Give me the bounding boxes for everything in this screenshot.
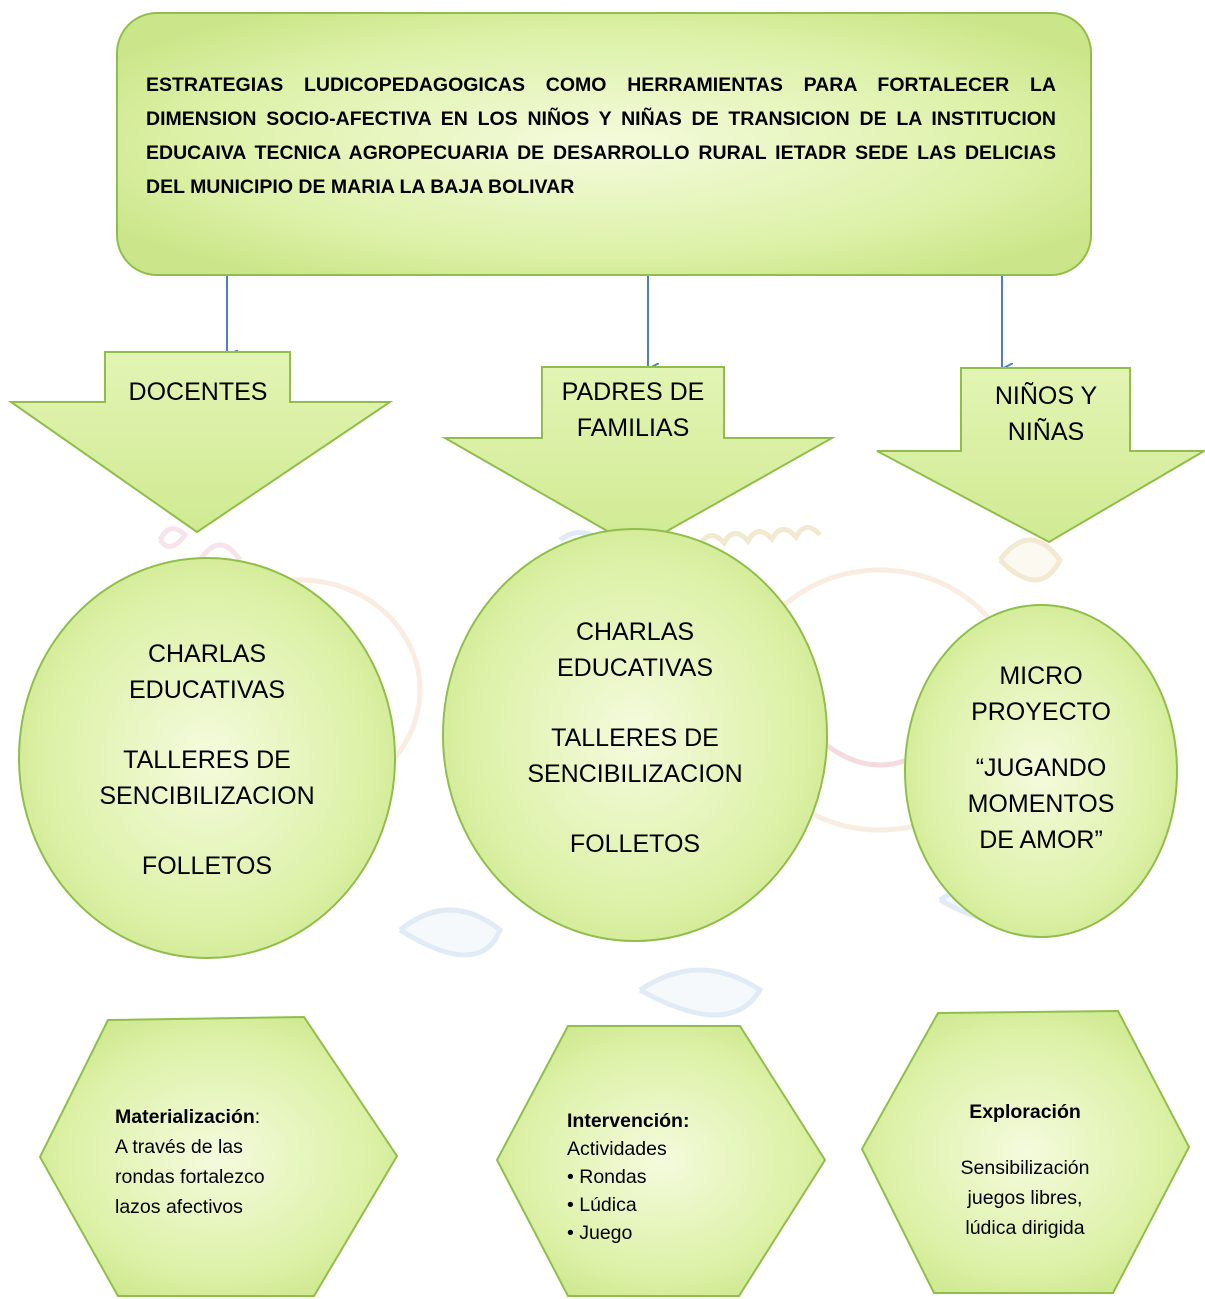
strategy-line: TALLERES DE <box>551 724 719 752</box>
strategy-text-ninos: MICRO PROYECTO “JUGANDO MOMENTOS DE AMOR… <box>931 658 1151 858</box>
stage-text-materializacion: Materialización: A través de las rondas … <box>115 1102 355 1222</box>
down-arrow-shape-2 <box>441 366 836 550</box>
strategy-line: EDUCATIVAS <box>556 654 714 682</box>
stage-line: rondas fortalezco <box>115 1166 265 1188</box>
strategy-text-docentes: CHARLAS EDUCATIVAS TALLERES DE SENCIBILI… <box>57 636 357 884</box>
stage-text-exploracion: Exploración Sensibilización juegos libre… <box>905 1097 1145 1243</box>
audience-label-docentes: DOCENTES <box>106 374 290 410</box>
stage-heading-suffix: : <box>254 1106 261 1128</box>
stage-heading: Materialización <box>115 1106 255 1128</box>
audience-label-line: DOCENTES <box>128 378 268 406</box>
strategy-line: FOLLETOS <box>141 852 273 880</box>
strategy-line: PROYECTO <box>971 698 1111 726</box>
stage-hexagon-3 <box>860 1009 1191 1294</box>
down-arrow-shape-3 <box>876 367 1205 544</box>
strategy-line: SENCIBILIZACION <box>527 760 743 788</box>
stage-line: • Rondas <box>567 1166 647 1188</box>
audience-label-line: NIÑOS Y <box>994 382 1098 410</box>
stage-line: juegos libres, <box>967 1187 1083 1209</box>
strategy-circle-3 <box>904 604 1178 938</box>
strategy-line: CHARLAS <box>147 640 267 668</box>
audience-label-line: NIÑAS <box>1007 418 1085 446</box>
stage-hexagon-1 <box>38 1015 399 1297</box>
strategy-circle-2 <box>442 528 828 942</box>
strategy-circle-1 <box>18 557 396 959</box>
audience-label-line: FAMILIAS <box>576 414 690 442</box>
strategy-line: MICRO <box>999 662 1083 690</box>
stage-line: • Juego <box>567 1222 633 1244</box>
strategy-line: SENCIBILIZACION <box>99 782 315 810</box>
strategy-line: DE AMOR” <box>979 826 1103 854</box>
stage-heading: Exploración <box>969 1101 1081 1123</box>
stage-line: • Lúdica <box>567 1194 637 1216</box>
stage-line: A través de las <box>115 1136 243 1158</box>
stage-line: Actividades <box>567 1138 667 1160</box>
strategy-line: FOLLETOS <box>569 830 701 858</box>
strategy-line: MOMENTOS <box>967 790 1115 818</box>
strategy-line: EDUCATIVAS <box>128 676 286 704</box>
stage-text-intervencion: Intervención: Actividades • Rondas • Lúd… <box>567 1107 767 1247</box>
strategy-text-padres: CHARLAS EDUCATIVAS TALLERES DE SENCIBILI… <box>485 614 785 862</box>
strategy-line: “JUGANDO <box>975 754 1107 782</box>
title-box <box>116 12 1092 276</box>
stage-line: lúdica dirigida <box>965 1217 1085 1239</box>
down-arrow-shape-1 <box>7 351 394 534</box>
stage-line: lazos afectivos <box>115 1196 243 1218</box>
diagram-title: ESTRATEGIAS LUDICOPEDAGOGICAS COMO HERRA… <box>146 74 1056 198</box>
stage-hexagon-2 <box>495 1025 827 1297</box>
audience-label-line: PADRES DE <box>561 378 705 406</box>
audience-label-padres: PADRES DE FAMILIAS <box>542 374 724 446</box>
strategy-line: TALLERES DE <box>123 746 291 774</box>
strategy-line: CHARLAS <box>575 618 695 646</box>
stage-heading: Intervención: <box>567 1110 690 1132</box>
audience-label-ninos: NIÑOS Y NIÑAS <box>962 378 1130 450</box>
stage-line: Sensibilización <box>960 1157 1090 1179</box>
